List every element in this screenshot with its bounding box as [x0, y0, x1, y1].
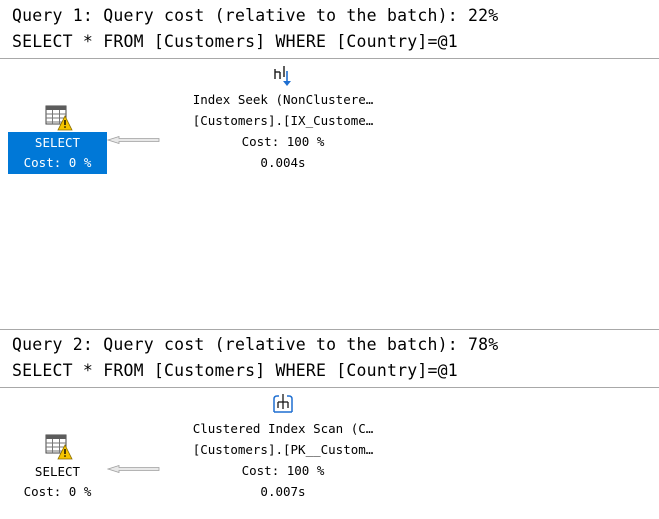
operator-time: 0.004s — [260, 155, 306, 170]
select-node[interactable]: SELECT Cost: 0 % — [8, 461, 107, 503]
data-flow-arrow[interactable] — [107, 465, 161, 473]
operator-name[interactable]: Clustered Index Scan (C… — [192, 421, 374, 436]
query-sql-text: SELECT * FROM [Customers] WHERE [Country… — [12, 361, 458, 380]
clustered-index-scan-icon[interactable] — [271, 393, 295, 415]
table-warning-icon[interactable] — [45, 434, 73, 460]
header-divider — [0, 387, 659, 388]
operator-object: [Customers].[IX_Custome… — [192, 113, 374, 128]
operator-object: [Customers].[PK__Custom… — [192, 442, 374, 457]
operator-cost: Cost: 100 % — [241, 134, 325, 149]
select-node-cost: Cost: 0 % — [23, 484, 92, 499]
query-plan-1: Query 1: Query cost (relative to the bat… — [0, 0, 659, 174]
query-header: Query 1: Query cost (relative to the bat… — [0, 0, 659, 59]
query-sql-text: SELECT * FROM [Customers] WHERE [Country… — [12, 32, 458, 51]
select-node[interactable]: SELECT Cost: 0 % — [8, 132, 107, 174]
data-flow-arrow[interactable] — [107, 136, 161, 144]
plan-divider — [0, 329, 659, 330]
table-warning-icon[interactable] — [45, 105, 73, 131]
index-seek-icon[interactable] — [272, 65, 292, 87]
operator-time: 0.007s — [260, 484, 306, 499]
query-header: Query 2: Query cost (relative to the bat… — [0, 329, 659, 388]
query-cost-header: Query 2: Query cost (relative to the bat… — [12, 335, 499, 354]
operator-cost: Cost: 100 % — [241, 463, 325, 478]
select-node-label: SELECT — [34, 135, 81, 150]
select-node-cost: Cost: 0 % — [23, 155, 92, 170]
header-divider — [0, 58, 659, 59]
query-cost-header: Query 1: Query cost (relative to the bat… — [12, 6, 499, 25]
query-plan-2: Query 2: Query cost (relative to the bat… — [0, 329, 659, 519]
operator-name[interactable]: Index Seek (NonClustere… — [192, 92, 374, 107]
select-node-label: SELECT — [34, 464, 81, 479]
